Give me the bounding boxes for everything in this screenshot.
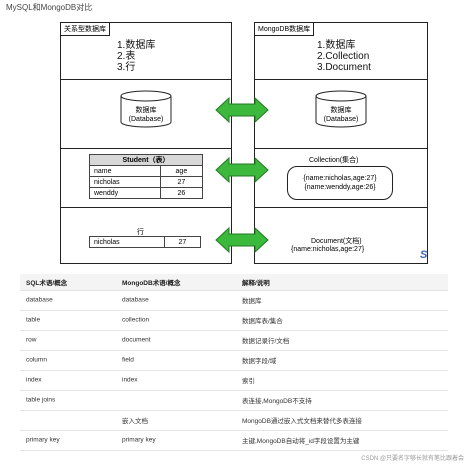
divider <box>61 148 231 149</box>
relational-db-items: 1.数据库 2.表 3.行 <box>117 40 155 73</box>
table-header-row: SQL术语/概念 MongoDB术语/概念 解释/说明 <box>20 274 448 291</box>
arrows-layer <box>215 96 269 254</box>
collection-doc: {name:nicholas,age:27} <box>303 175 377 182</box>
table-row: 嵌入文档 MongoDB通过嵌入式文档来替代多表连接 <box>20 410 448 431</box>
column-header: MongoDB术语/概念 <box>122 280 181 287</box>
bidirectional-arrow-icon <box>215 156 269 184</box>
table-row: primary key primary key 主键,MongoDB自动将_id… <box>20 430 448 451</box>
table-row: table collection 数据库表/集合 <box>20 310 448 331</box>
collection-label: Collection(集合) <box>309 157 359 164</box>
row-label: 行 <box>137 229 144 236</box>
database-label: 数据库 (Database) <box>128 107 164 123</box>
relational-db-panel: 关系型数据库 1.数据库 2.表 3.行 数据库 (Database) Stud… <box>60 22 232 264</box>
table-row: table joins 表连接,MongoDB不支持 <box>20 390 448 411</box>
divider <box>61 79 231 80</box>
list-item: 2.Collection <box>317 51 370 62</box>
database-label: 数据库 (Database) <box>323 107 359 123</box>
collection-box: {name:nicholas,age:27} {name:wenddy,age:… <box>287 166 393 200</box>
list-item: 1.数据库 <box>317 40 356 51</box>
table-row: name age <box>89 165 204 177</box>
table-row: row document 数据记录行/文档 <box>20 330 448 351</box>
table-row: wenddy 26 <box>89 187 204 199</box>
student-table-title: Student（表） <box>89 154 203 166</box>
bidirectional-arrow-icon <box>215 226 269 254</box>
list-item: 1.数据库 <box>117 40 156 51</box>
list-item: 2.表 <box>117 51 136 62</box>
database-cylinder-icon <box>120 90 172 128</box>
collection-doc: {name:wenddy,age:26} <box>304 184 376 191</box>
document-value: {name:nicholas,age:27} <box>291 246 365 253</box>
table-row: nicholas 27 <box>89 236 202 248</box>
table-row: index index 索引 <box>20 370 448 391</box>
bidirectional-arrow-icon <box>215 96 269 124</box>
mongodb-panel: MongoDB数据库 1.数据库 2.Collection 3.Document… <box>254 22 428 264</box>
watermark-text: CSDN @只要名字够长就有笔比跟着会 <box>361 456 464 462</box>
figure-caption: MySQL和MongoDB对比 <box>6 3 93 12</box>
table-row: column field 数据字段/域 <box>20 350 448 371</box>
row-table: nicholas 27 <box>89 236 202 248</box>
list-item: 3.行 <box>117 62 136 73</box>
divider <box>255 148 427 149</box>
divider <box>255 207 427 208</box>
logo-mark: S <box>420 249 428 261</box>
divider <box>61 207 231 208</box>
student-table: Student（表） name age nicholas 27 wenddy 2… <box>89 154 204 199</box>
list-item: 3.Document <box>317 62 371 73</box>
column-header: SQL术语/概念 <box>26 280 68 287</box>
database-cylinder-icon <box>315 90 367 128</box>
mongodb-title: MongoDB数据库 <box>255 23 315 36</box>
mongodb-items: 1.数据库 2.Collection 3.Document <box>317 40 371 73</box>
divider <box>255 79 427 80</box>
column-header: 解释/说明 <box>242 280 270 287</box>
document-label: Document(文档) <box>311 238 362 245</box>
table-row: database database 数据库 <box>20 290 448 311</box>
relational-db-title: 关系型数据库 <box>61 23 110 36</box>
table-row: nicholas 27 <box>89 176 204 188</box>
